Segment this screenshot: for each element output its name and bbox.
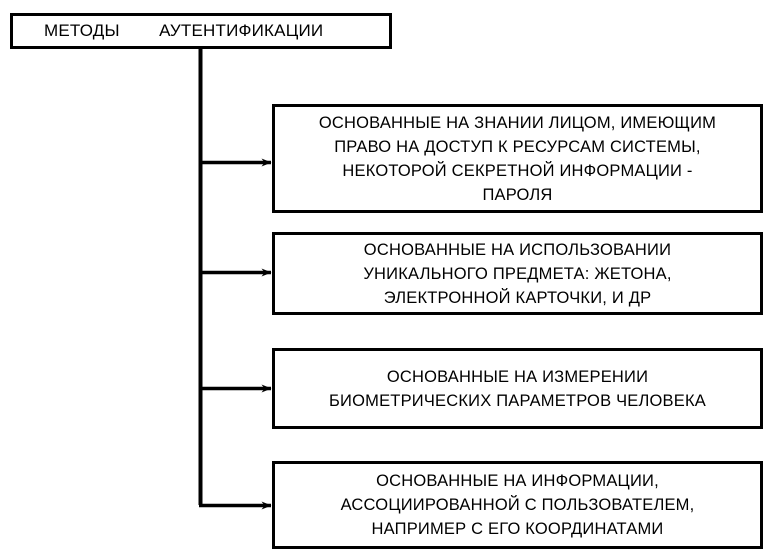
branch-node-3-label: ОСНОВАННЫЕ НА ИЗМЕРЕНИИ БИОМЕТРИЧЕСКИХ П… [329,367,706,410]
branch-node-4: ОСНОВАННЫЕ НА ИНФОРМАЦИИ, АССОЦИИРОВАННО… [272,461,763,549]
branch-node-3: ОСНОВАННЫЕ НА ИЗМЕРЕНИИ БИОМЕТРИЧЕСКИХ П… [272,348,763,429]
root-node: МЕТОДЫ АУТЕНТИФИКАЦИИ [10,13,392,49]
branch-node-1: ОСНОВАННЫЕ НА ЗНАНИИ ЛИЦОМ, ИМЕЮЩИМ ПРАВ… [272,104,763,213]
branch-node-4-label: ОСНОВАННЫЕ НА ИНФОРМАЦИИ, АССОЦИИРОВАННО… [340,472,695,538]
branch-node-2-label: ОСНОВАННЫЕ НА ИСПОЛЬЗОВАНИИ УНИКАЛЬНОГО … [363,240,672,307]
branch-node-2: ОСНОВАННЫЕ НА ИСПОЛЬЗОВАНИИ УНИКАЛЬНОГО … [272,232,763,315]
root-node-label: МЕТОДЫ АУТЕНТИФИКАЦИИ [44,21,324,40]
branch-node-1-label: ОСНОВАННЫЕ НА ЗНАНИИ ЛИЦОМ, ИМЕЮЩИМ ПРАВ… [318,113,717,204]
